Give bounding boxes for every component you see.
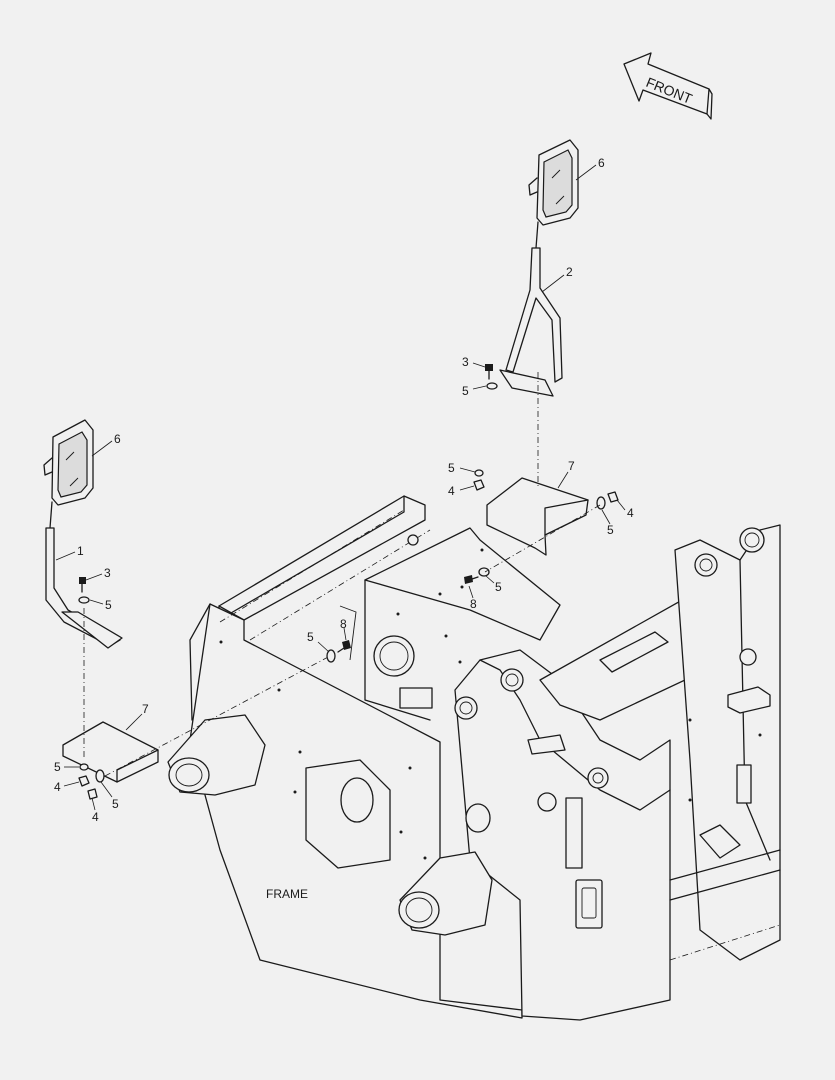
callout-6-right-mirror: 6 <box>598 156 605 170</box>
callout-3-right-bolt: 3 <box>462 355 469 369</box>
left-mirror-assembly <box>43 419 351 800</box>
callout-3-left-bolt: 3 <box>104 566 111 580</box>
callout-7-right-bracket: 7 <box>568 459 575 473</box>
callout-6-left-mirror: 6 <box>114 432 121 446</box>
callout-8-left-bolt: 8 <box>340 617 347 631</box>
callout-4-bracket-nut: 4 <box>448 484 455 498</box>
right-mirror-assembly <box>464 139 619 584</box>
callout-8-right-bolt: 8 <box>470 597 477 611</box>
callout-4-right-nut: 4 <box>627 506 634 520</box>
callout-4-left-lower-nut: 4 <box>92 810 99 824</box>
callout-1-left-arm: 1 <box>77 544 84 558</box>
callout-leaders <box>55 164 626 811</box>
callout-5-left-lower-washer: 5 <box>112 797 119 811</box>
callout-5-left-frame-washer: 5 <box>307 630 314 644</box>
callout-5-frame-washer: 5 <box>495 580 502 594</box>
callout-5-bracket-washer: 5 <box>448 461 455 475</box>
front-direction-arrow: FRONT <box>623 52 713 120</box>
callout-numbers: 6 2 3 5 5 7 4 4 5 5 8 6 1 3 5 5 8 7 5 4 … <box>54 156 634 824</box>
frame-label: FRAME <box>266 887 308 901</box>
callout-4-left-bracket-nut: 4 <box>54 780 61 794</box>
callout-5-left-washer: 5 <box>105 598 112 612</box>
loader-frame: FRAME <box>167 495 781 1021</box>
callout-7-left-bracket: 7 <box>142 702 149 716</box>
callout-5-right-lower-washer: 5 <box>607 523 614 537</box>
callout-5-left-bracket-washer: 5 <box>54 760 61 774</box>
callout-2-right-arm: 2 <box>566 265 573 279</box>
callout-5-right-washer: 5 <box>462 384 469 398</box>
